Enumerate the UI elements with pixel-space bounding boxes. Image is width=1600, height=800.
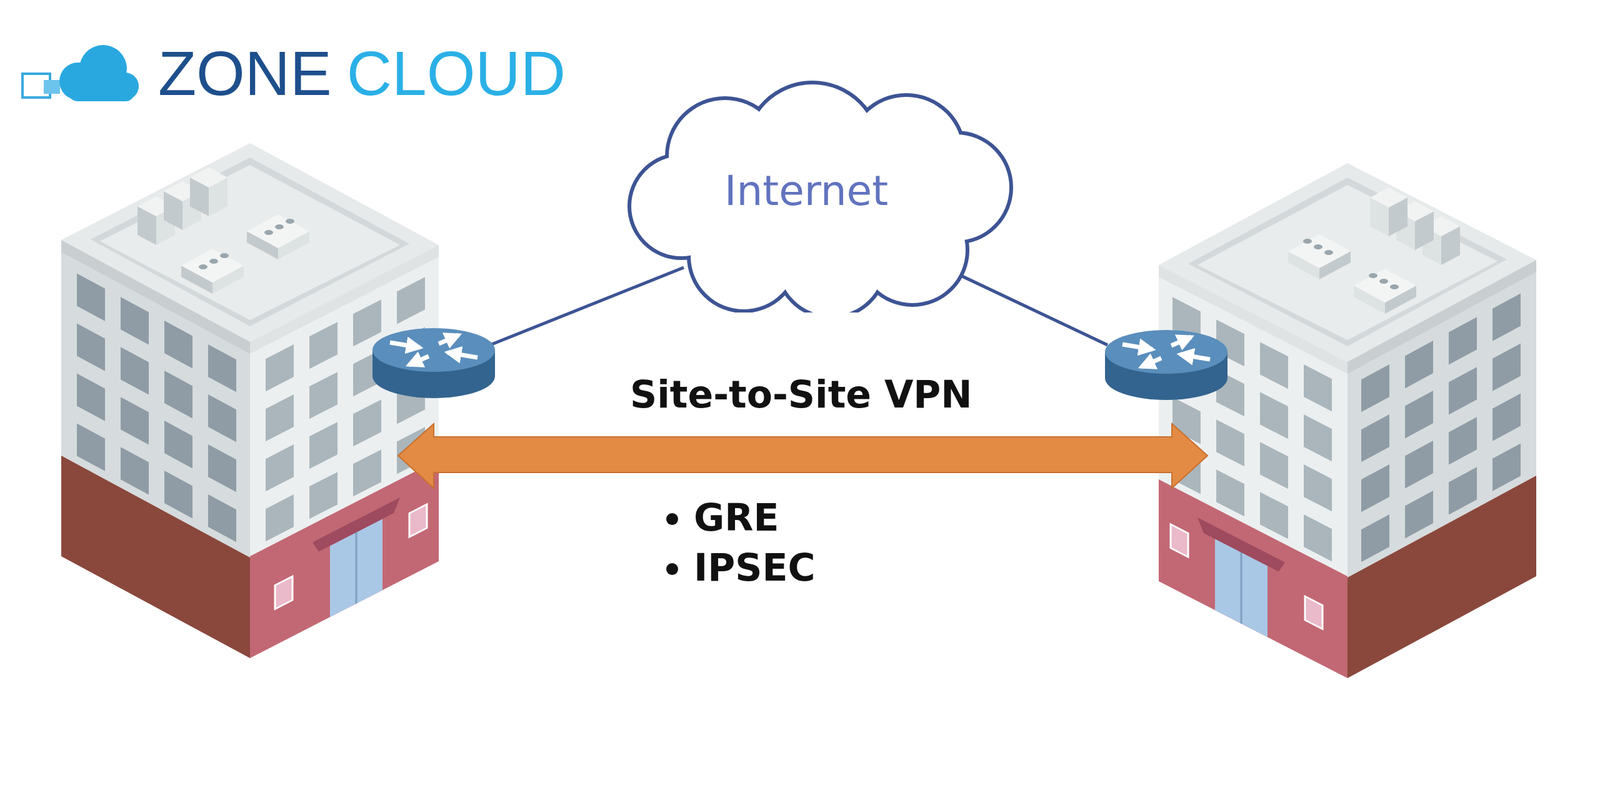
cloud-node: Internet [625, 80, 1016, 313]
building [61, 143, 439, 659]
logo-icon [22, 45, 139, 102]
protocol-item: IPSEC [693, 542, 816, 593]
building [1158, 163, 1537, 679]
internet-link [943, 267, 1108, 345]
internet-link [490, 267, 684, 345]
bullet-list: GREIPSEC [650, 492, 816, 593]
tunnel-label: Site-to-Site VPN [630, 371, 973, 419]
logo-text: ZONE [158, 38, 332, 108]
node-label: Internet [724, 166, 889, 215]
protocol-item: GRE [693, 492, 816, 543]
logo-text: CLOUD [346, 38, 566, 108]
vpn-tunnel-arrow [398, 423, 1208, 489]
router [372, 328, 495, 399]
router [1105, 330, 1228, 400]
